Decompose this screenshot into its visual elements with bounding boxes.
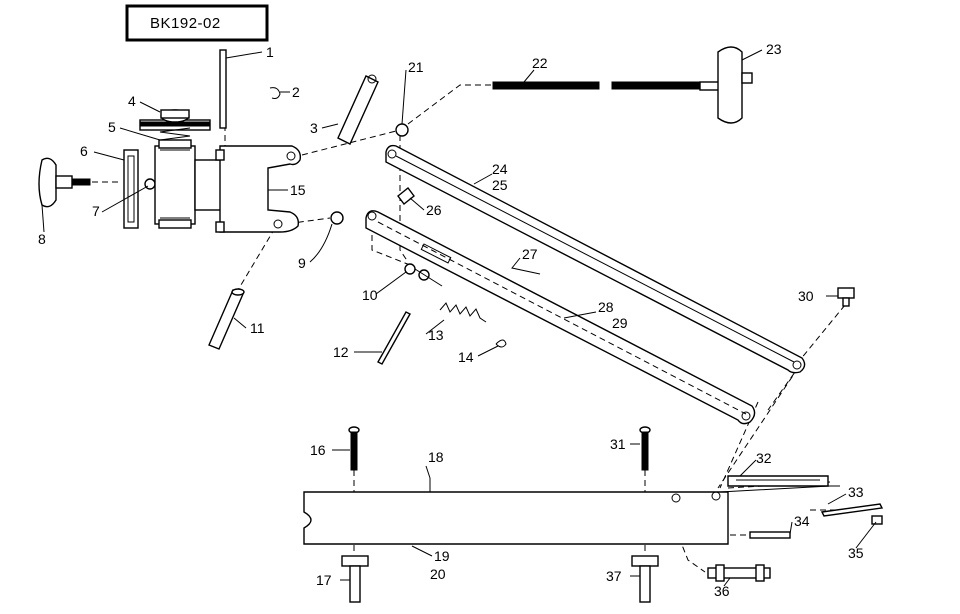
callout-8: 8 xyxy=(38,231,46,247)
stop-screw xyxy=(837,287,855,307)
clamp-screw xyxy=(144,178,156,190)
callout-32: 32 xyxy=(756,450,772,466)
link-bar xyxy=(337,74,379,145)
clamp-head-assembly xyxy=(38,49,302,233)
callout-34: 34 xyxy=(794,513,810,529)
callout-35: 35 xyxy=(848,545,864,561)
callout-labels: 1 2 3 4 5 6 7 8 9 10 11 12 13 14 15 16 1… xyxy=(38,41,864,599)
callout-7: 7 xyxy=(92,203,100,219)
end-screw xyxy=(871,515,883,525)
threaded-rod xyxy=(492,81,719,90)
spring xyxy=(159,127,191,141)
callout-6: 6 xyxy=(80,143,88,159)
clamp-cylinder xyxy=(154,145,196,225)
pivot-washer xyxy=(330,211,344,225)
callout-36: 36 xyxy=(714,583,730,599)
model-code-box: BK192-02 xyxy=(125,4,269,42)
rod xyxy=(219,49,227,129)
callout-2: 2 xyxy=(292,84,300,100)
callout-30: 30 xyxy=(798,288,814,304)
callout-37: 37 xyxy=(606,568,622,584)
callout-13: 13 xyxy=(428,327,444,343)
lower-arm xyxy=(365,210,756,425)
clip xyxy=(269,87,281,99)
callout-28: 28 xyxy=(598,299,614,315)
callout-31: 31 xyxy=(610,436,626,452)
callout-33: 33 xyxy=(848,484,864,500)
stop-rod xyxy=(820,503,884,517)
callout-24: 24 xyxy=(492,161,508,177)
tension-spring xyxy=(439,302,487,323)
callout-9: 9 xyxy=(298,255,306,271)
clamp-plate xyxy=(123,149,139,229)
callout-29: 29 xyxy=(612,315,628,331)
lock-pin xyxy=(377,311,411,365)
lower-pin xyxy=(208,288,245,350)
base-rail xyxy=(303,478,729,545)
pivot-pin xyxy=(395,123,409,137)
callout-26: 26 xyxy=(426,202,442,218)
bolt-left xyxy=(348,426,360,471)
link-clip xyxy=(404,263,443,287)
callout-27: 27 xyxy=(522,246,538,262)
callout-18: 18 xyxy=(428,449,444,465)
slide-plate xyxy=(719,475,840,493)
roller-pin xyxy=(707,564,771,582)
spring-hook xyxy=(495,339,507,348)
leader-lines xyxy=(41,49,877,587)
t-handle xyxy=(699,46,753,124)
callout-19: 19 xyxy=(434,548,450,564)
gear-nut xyxy=(139,109,211,131)
callout-3: 3 xyxy=(310,120,318,136)
bolt-right xyxy=(639,426,651,471)
callout-22: 22 xyxy=(532,55,548,71)
clamp-knob xyxy=(38,157,120,208)
callout-20: 20 xyxy=(430,566,446,582)
retainer xyxy=(397,187,415,205)
foot-right xyxy=(631,555,659,603)
callout-4: 4 xyxy=(128,93,136,109)
callout-23: 23 xyxy=(766,41,782,57)
callout-25: 25 xyxy=(492,177,508,193)
callout-1: 1 xyxy=(266,44,274,60)
bracket xyxy=(219,145,302,233)
callout-12: 12 xyxy=(333,344,349,360)
upper-arm xyxy=(385,144,806,374)
callout-21: 21 xyxy=(408,59,424,75)
callout-11: 11 xyxy=(250,320,265,336)
guide-pin xyxy=(749,531,791,539)
foot-left xyxy=(341,555,369,603)
callout-15: 15 xyxy=(290,182,306,198)
callout-16: 16 xyxy=(310,442,326,458)
callout-10: 10 xyxy=(362,287,378,303)
callout-5: 5 xyxy=(108,119,116,135)
callout-14: 14 xyxy=(458,349,474,365)
callout-17: 17 xyxy=(316,572,332,588)
model-code: BK192-02 xyxy=(150,15,221,32)
